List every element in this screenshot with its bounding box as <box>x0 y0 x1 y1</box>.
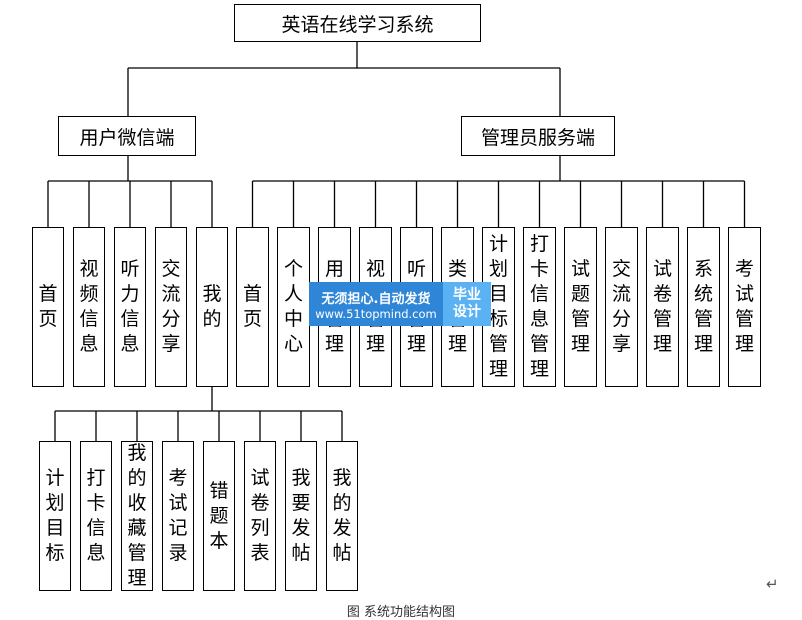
admin-module-label: 打卡信息管理 <box>529 233 549 380</box>
my-submodule-label: 我的收藏管理 <box>127 442 147 589</box>
watermark-tag: 毕业设计 <box>443 282 491 326</box>
user-module-label: 交流分享 <box>161 258 181 355</box>
admin-module-box: 系统管理 <box>687 227 720 387</box>
admin-module-label: 试卷管理 <box>652 258 672 355</box>
watermark-tag-line: 毕业 <box>453 287 481 303</box>
admin-module-label: 个人中心 <box>283 258 303 355</box>
my-submodule-label: 错题本 <box>209 479 229 552</box>
admin-client-label: 管理员服务端 <box>480 126 595 149</box>
my-submodule-box: 我要发帖 <box>285 441 317 591</box>
user-module-box: 听力信息 <box>114 227 146 387</box>
paragraph-mark: ↵ <box>766 575 779 593</box>
user-module-box: 视频信息 <box>73 227 105 387</box>
user-module-box: 交流分享 <box>155 227 187 387</box>
watermark-tag-text: 毕业设计 <box>453 287 481 321</box>
root-label: 英语在线学习系统 <box>281 13 434 36</box>
my-submodule-box: 错题本 <box>203 441 235 591</box>
my-submodule-box: 我的收藏管理 <box>121 441 153 591</box>
root-box: 英语在线学习系统 <box>234 4 481 42</box>
my-submodule-box: 考试记录 <box>162 441 194 591</box>
my-submodule-label: 我要发帖 <box>291 467 311 564</box>
watermark-badge: 无须担心.自动发货 www.51topmind.com 毕业设计 <box>309 282 491 326</box>
figure-caption: 图 系统功能结构图 <box>346 605 456 620</box>
my-submodule-label: 考试记录 <box>168 467 188 564</box>
my-submodule-box: 试卷列表 <box>244 441 276 591</box>
admin-module-box: 打卡信息管理 <box>523 227 556 387</box>
user-module-label: 首页 <box>38 283 58 330</box>
user-module-label: 视频信息 <box>79 258 99 355</box>
user-client-label: 用户微信端 <box>79 126 175 149</box>
admin-module-box: 计划目标管理 <box>482 227 515 387</box>
watermark-line2: www.51topmind.com <box>315 306 437 321</box>
watermark-text: 无须担心.自动发货 www.51topmind.com <box>309 282 443 326</box>
user-module-label: 听力信息 <box>120 258 140 355</box>
admin-module-label: 试题管理 <box>570 258 590 355</box>
watermark-tag-line: 设计 <box>453 304 481 320</box>
user-module-label: 我的 <box>202 283 222 330</box>
my-submodule-label: 试卷列表 <box>250 467 270 564</box>
admin-module-box: 试卷管理 <box>646 227 679 387</box>
my-submodule-label: 计划目标 <box>45 467 65 564</box>
watermark-line1: 无须担心.自动发货 <box>321 291 431 307</box>
admin-module-box: 考试管理 <box>728 227 761 387</box>
admin-client-box: 管理员服务端 <box>461 116 615 156</box>
admin-module-label: 计划目标管理 <box>488 233 508 380</box>
admin-module-label: 考试管理 <box>734 258 754 355</box>
admin-module-box: 个人中心 <box>277 227 310 387</box>
admin-module-label: 系统管理 <box>693 258 713 355</box>
my-submodule-box: 打卡信息 <box>80 441 112 591</box>
admin-module-box: 试题管理 <box>564 227 597 387</box>
admin-module-label: 首页 <box>242 283 262 330</box>
user-module-box: 我的 <box>196 227 228 387</box>
admin-module-box: 首页 <box>236 227 269 387</box>
my-submodule-box: 我的发帖 <box>326 441 358 591</box>
my-submodule-label: 我的发帖 <box>332 467 352 564</box>
my-submodule-label: 打卡信息 <box>86 467 106 564</box>
user-client-box: 用户微信端 <box>58 116 196 156</box>
admin-module-label: 交流分享 <box>611 258 631 355</box>
user-module-box: 首页 <box>32 227 64 387</box>
admin-module-box: 交流分享 <box>605 227 638 387</box>
my-submodule-box: 计划目标 <box>39 441 71 591</box>
